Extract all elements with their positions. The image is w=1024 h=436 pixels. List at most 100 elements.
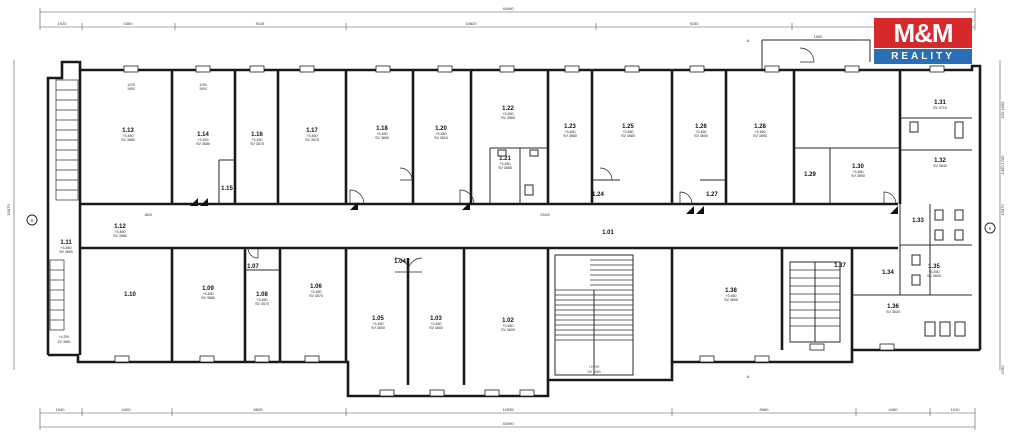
room-1-30-sv: SV 3590: [851, 174, 865, 178]
room-1-31: 1.31: [934, 100, 946, 106]
room-1-09-level: +3.450: [202, 292, 213, 296]
bottom-dim-1: 1940: [56, 407, 66, 412]
room-labels: 1.13 +3.450 SV 3680 1.14 +3.450 SV 3580 …: [59, 100, 947, 332]
room-1-11-level: +3.460: [60, 246, 71, 250]
section-a-top: A: [747, 38, 750, 43]
top-dim-5: 9230: [690, 21, 700, 26]
room-1-12-level: +3.460: [114, 230, 125, 234]
room-1-03: 1.03: [430, 316, 442, 322]
room-1-12: 1.12: [114, 224, 126, 230]
room-1-22-level: +3.550: [502, 112, 513, 116]
room-1-20-sv: SV 3610: [434, 136, 448, 140]
room-1-14-level: +3.450: [197, 138, 208, 142]
top-dim-6: 1900: [814, 34, 824, 39]
hall-dim: 1825: [144, 213, 152, 217]
room-1-06-level: +3.450: [310, 290, 321, 294]
room-1-35: 1.35: [928, 264, 940, 270]
exit-left-level: +4.290: [59, 335, 70, 339]
bottom-dim-7: 1910: [951, 407, 961, 412]
room-1-16: 1.16: [251, 132, 263, 138]
room-1-13: 1.13: [122, 128, 134, 134]
room-1-38-level: +3.460: [725, 294, 736, 298]
left-stair: +4.290 SV 3660: [49, 79, 79, 344]
room-1-35-sv: SV 3600: [927, 274, 941, 278]
room-1-01: 1.01: [602, 230, 614, 236]
left-dim: 19070: [6, 204, 11, 216]
brand-logo: M&M REALITY: [874, 18, 972, 64]
bottom-dimensions: 43490 1940 4400 8505 10935 8960 4480 191…: [39, 407, 976, 430]
room-1-10: 1.10: [124, 292, 136, 298]
door-swings: [247, 47, 897, 273]
room-1-26-level: +3.460: [695, 130, 706, 134]
section-b-right: B: [989, 226, 992, 231]
bottom-dim-6: 4480: [889, 407, 899, 412]
exterior-walls: [46, 39, 982, 398]
opening-dims: 1225 2650 1190 2800: [127, 83, 207, 91]
level-markers: [190, 198, 898, 214]
room-1-23: 1.23: [564, 124, 576, 130]
bottom-total-dim: 43490: [502, 421, 514, 426]
room-1-12-sv: SV 3580: [113, 234, 127, 238]
room-1-18: 1.18: [376, 126, 388, 132]
windows: [114, 65, 945, 397]
bottom-dim-4: 10935: [502, 407, 514, 412]
room-1-36-sv: SV 3620: [886, 310, 900, 314]
room-1-38: 1.38: [725, 288, 737, 294]
room-1-05-sv: SV 3600: [371, 326, 385, 330]
window-dim-h: 2650: [127, 87, 135, 91]
room-1-22-sv: SV 3565: [501, 116, 515, 120]
room-1-06-sv: SV 3570: [309, 294, 323, 298]
right-dim-a: 520 1600: [1000, 101, 1005, 118]
room-1-11-sv: SV 3690: [59, 250, 73, 254]
room-1-15: 1.15: [221, 186, 233, 192]
logo-brand: M&M: [874, 18, 972, 48]
room-1-23-level: +3.460: [564, 130, 575, 134]
room-1-30: 1.30: [852, 164, 864, 170]
stair-level: +2.970: [589, 365, 600, 369]
room-1-32-sv: SV 3640: [933, 164, 947, 168]
door-dim-h: 2800: [199, 87, 207, 91]
door-dim-w: 1190: [199, 83, 206, 87]
corridor: 23400 1825: [80, 202, 898, 250]
room-1-09-sv: SV 3580: [201, 296, 215, 300]
room-1-33: 1.33: [912, 218, 924, 224]
room-1-16-level: +3.450: [251, 138, 262, 142]
room-1-03-sv: SV 3600: [429, 326, 443, 330]
room-1-25: 1.25: [622, 124, 634, 130]
room-1-17-sv: SV 3575: [305, 138, 319, 142]
room-1-25-sv: SV 3580: [621, 134, 635, 138]
room-1-34: 1.34: [882, 270, 894, 276]
room-1-21: 1.21: [499, 156, 511, 162]
room-1-08: 1.08: [256, 292, 268, 298]
room-1-27: 1.27: [706, 192, 718, 198]
upper-partitions: [170, 70, 972, 204]
top-dim-1: 1925: [58, 21, 68, 26]
logo-tagline: REALITY: [874, 49, 972, 64]
room-1-29: 1.29: [804, 172, 816, 178]
room-1-13-level: +3.450: [122, 134, 133, 138]
stair-sub: SV 4000: [587, 370, 600, 374]
room-1-18-level: +3.450: [376, 132, 387, 136]
room-1-18-sv: SV 3650: [375, 136, 389, 140]
room-1-08-sv: SV 3570: [255, 302, 269, 306]
room-1-17: 1.17: [306, 128, 318, 134]
room-1-24: 1.24: [592, 192, 604, 198]
bottom-dim-3: 8505: [254, 407, 264, 412]
room-1-14: 1.14: [197, 132, 209, 138]
room-1-05-level: +3.450: [372, 322, 383, 326]
room-1-02: 1.02: [502, 318, 514, 324]
room-1-21-level: +3.450: [499, 162, 510, 166]
room-1-21-sv: SV 3565: [498, 166, 512, 170]
section-b-left: B: [31, 218, 34, 223]
room-1-06: 1.06: [310, 284, 322, 290]
top-total-dim: 44490: [502, 6, 514, 11]
room-1-37: 1.37: [834, 263, 846, 269]
section-markers: B B A A: [26, 38, 996, 379]
bottom-dim-5: 8960: [760, 407, 770, 412]
room-1-30-level: +3.460: [852, 170, 863, 174]
right-dim-b: 1450 1700: [1000, 155, 1005, 175]
room-1-04: 1.04: [394, 259, 406, 265]
room-1-23-sv: SV 3580: [563, 134, 577, 138]
room-1-22: 1.22: [502, 106, 514, 112]
